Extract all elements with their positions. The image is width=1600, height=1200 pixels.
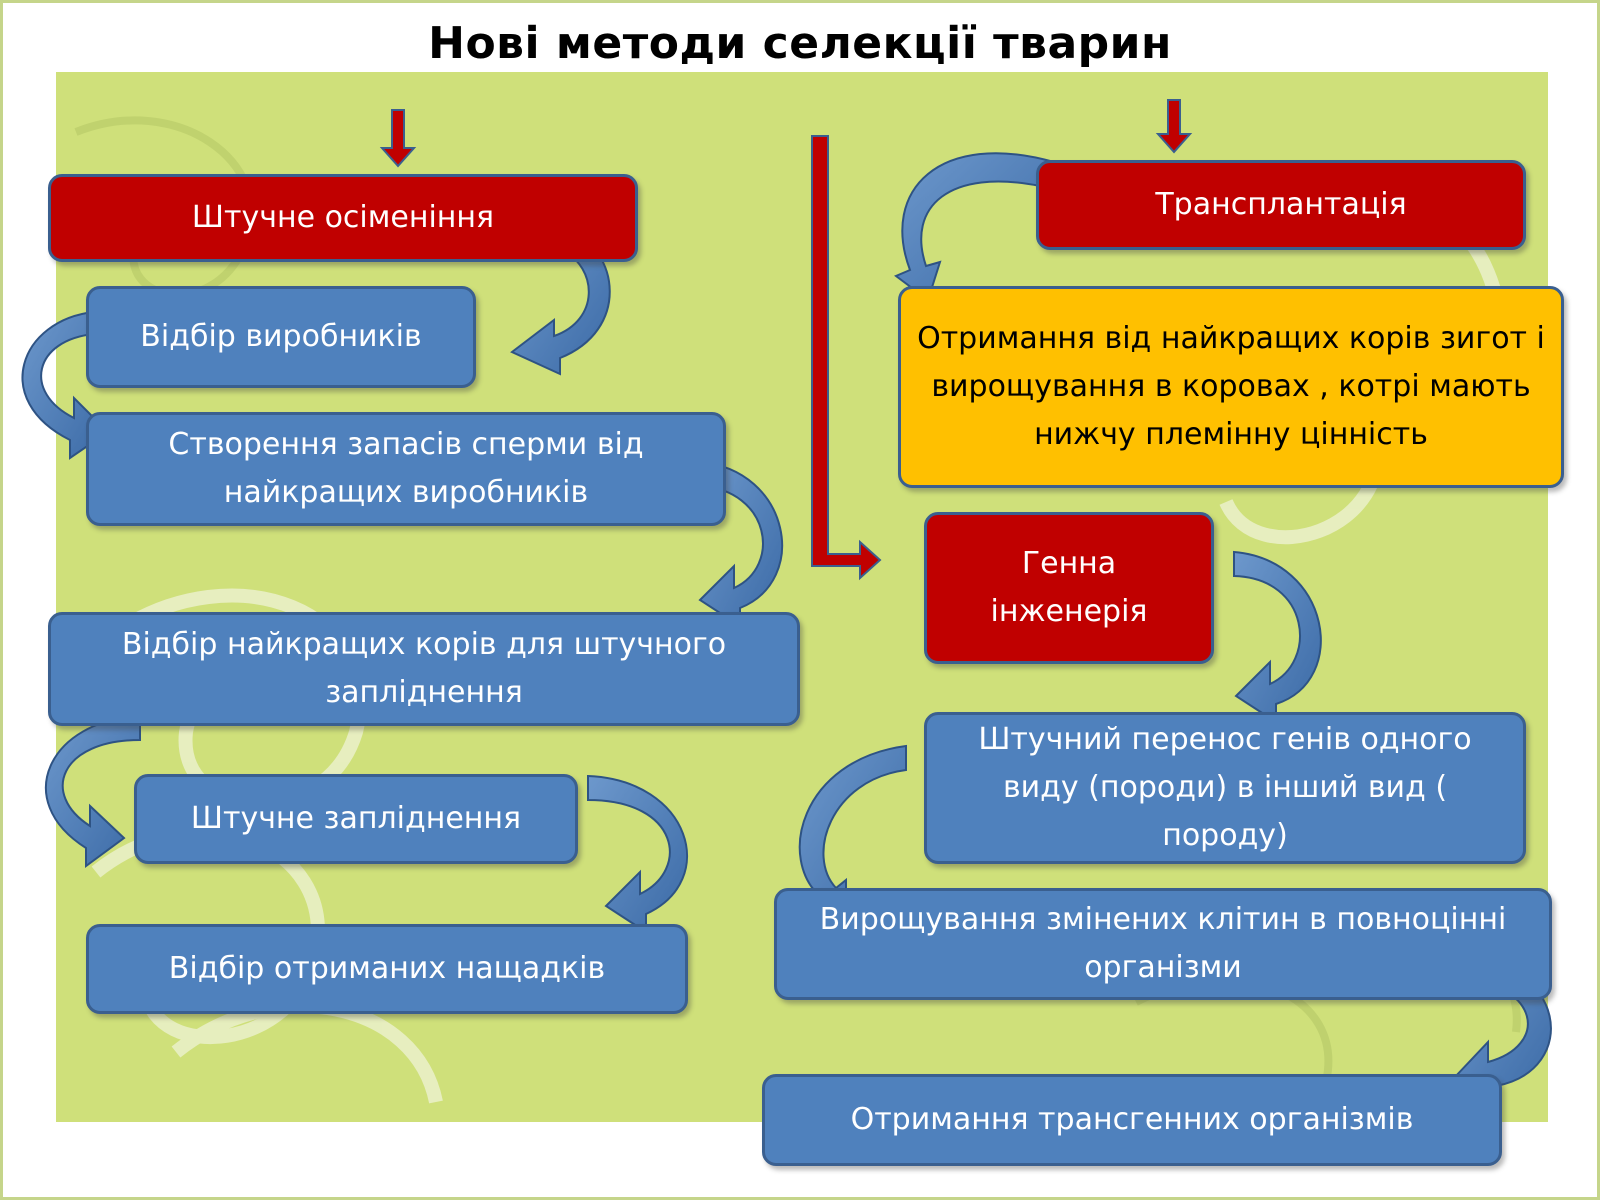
box-cell-growing-label: Вирощування змінених клітин в повноцінні…: [819, 902, 1507, 985]
box-producer-selection-label: Відбір виробників: [140, 319, 422, 354]
slide-title: Нові методи селекції тварин: [428, 18, 1172, 69]
box-artificial-fertilization-label: Штучне запліднення: [190, 801, 522, 836]
box-cell-growing: Вирощування змінених клітин в повноцінні…: [774, 888, 1552, 1000]
box-artificial-fertilization: Штучне запліднення: [134, 774, 578, 864]
box-cow-selection-label: Відбір найкращих корів для штучного запл…: [121, 627, 727, 710]
box-sperm-stock: Створення запасів сперми від найкращих в…: [86, 412, 726, 526]
box-transgenic-organisms: Отримання трансгенних організмів: [762, 1074, 1502, 1166]
box-genetic-engineering-label: Генна інженерія: [990, 546, 1148, 629]
box-gene-transfer: Штучний перенос генів одного виду (пород…: [924, 712, 1526, 864]
box-producer-selection: Відбір виробників: [86, 286, 476, 388]
box-sperm-stock-label: Створення запасів сперми від найкращих в…: [168, 427, 644, 510]
box-transplantation-label: Трансплантація: [1155, 187, 1407, 222]
box-transplantation-description-label: Отримання від найкращих корів зигот і ви…: [917, 321, 1545, 452]
box-transplantation: Трансплантація: [1036, 160, 1526, 250]
box-offspring-selection: Відбір отриманих нащадків: [86, 924, 688, 1014]
box-gene-transfer-label: Штучний перенос генів одного виду (пород…: [978, 722, 1472, 853]
box-transgenic-organisms-label: Отримання трансгенних організмів: [850, 1102, 1414, 1137]
box-offspring-selection-label: Відбір отриманих нащадків: [168, 951, 606, 986]
box-artificial-insemination-label: Штучне осіменіння: [191, 200, 495, 235]
box-cow-selection: Відбір найкращих корів для штучного запл…: [48, 612, 800, 726]
box-genetic-engineering: Генна інженерія: [924, 512, 1214, 664]
box-transplantation-description: Отримання від найкращих корів зигот і ви…: [898, 286, 1564, 488]
box-artificial-insemination: Штучне осіменіння: [48, 174, 638, 262]
